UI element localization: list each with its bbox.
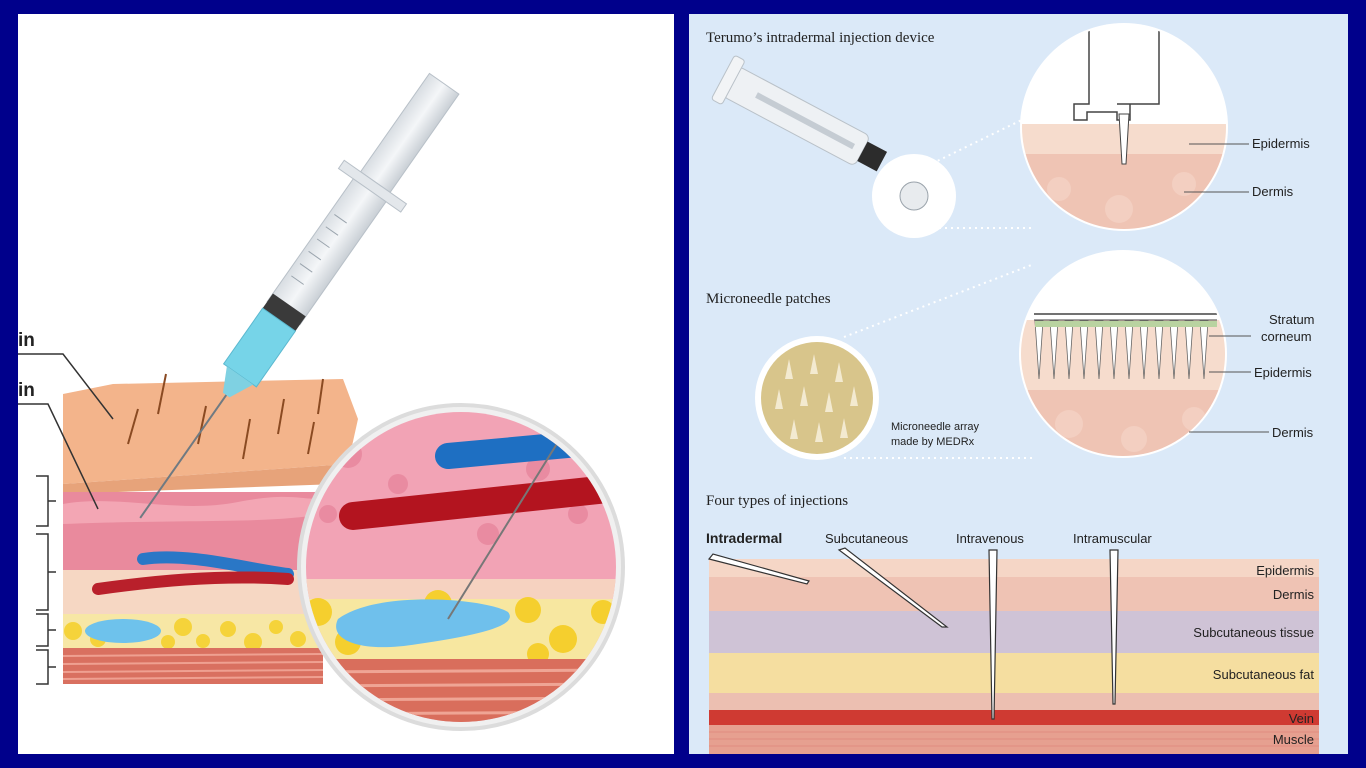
patch-section-title: Microneedle patches xyxy=(706,291,831,307)
patch-epidermis-label: Epidermis xyxy=(1254,365,1312,380)
layer-dermis-label: Dermis xyxy=(1273,587,1315,602)
device-epidermis-label: Epidermis xyxy=(1252,136,1310,151)
injection-infographic-panel: Terumo’s intradermal injection device Ep… xyxy=(689,14,1348,754)
syringe-illustration-panel: in in xyxy=(18,14,674,754)
device-section-title: Terumo’s intradermal injection device xyxy=(706,30,935,46)
callout-lines xyxy=(18,353,114,510)
syringe-skin-diagram: in in xyxy=(18,72,625,731)
microneedle-caption-line-2: made by MEDRx xyxy=(891,436,975,448)
patch-magnified-skin xyxy=(1019,250,1269,458)
tissue-cross-section xyxy=(707,547,1319,754)
microneedle-array-closeup xyxy=(755,263,1035,460)
injection-section-title: Four types of injections xyxy=(706,493,848,509)
injection-type-subcutaneous: Subcutaneous xyxy=(825,531,909,546)
injection-type-intradermal: Intradermal xyxy=(706,530,782,546)
injection-type-intravenous: Intravenous xyxy=(956,531,1024,546)
microneedle-caption-line-1: Microneedle array xyxy=(891,421,980,433)
magnified-view xyxy=(297,403,625,731)
left-label-2: in xyxy=(18,380,35,401)
device-dermis-label: Dermis xyxy=(1252,184,1294,199)
syringe xyxy=(139,72,460,519)
terumo-device-illustration xyxy=(711,55,1035,238)
layer-subcutaneous-tissue-label: Subcutaneous tissue xyxy=(1193,625,1314,640)
layer-brackets xyxy=(36,475,56,685)
skin-block xyxy=(62,373,358,684)
layer-muscle-label: Muscle xyxy=(1273,732,1314,747)
patch-dermis-label: Dermis xyxy=(1272,425,1314,440)
left-label-1: in xyxy=(18,330,35,351)
patch-stratum-label-1: Stratum xyxy=(1269,312,1315,327)
injection-type-intramuscular: Intramuscular xyxy=(1073,531,1152,546)
injection-infographic: Terumo’s intradermal injection device Ep… xyxy=(706,23,1319,754)
layer-vein-label: Vein xyxy=(1289,711,1314,726)
layer-epidermis-label: Epidermis xyxy=(1256,563,1314,578)
device-magnified-skin xyxy=(1020,23,1249,231)
layer-subcutaneous-fat-label: Subcutaneous fat xyxy=(1213,667,1315,682)
patch-stratum-label-2: corneum xyxy=(1261,329,1312,344)
